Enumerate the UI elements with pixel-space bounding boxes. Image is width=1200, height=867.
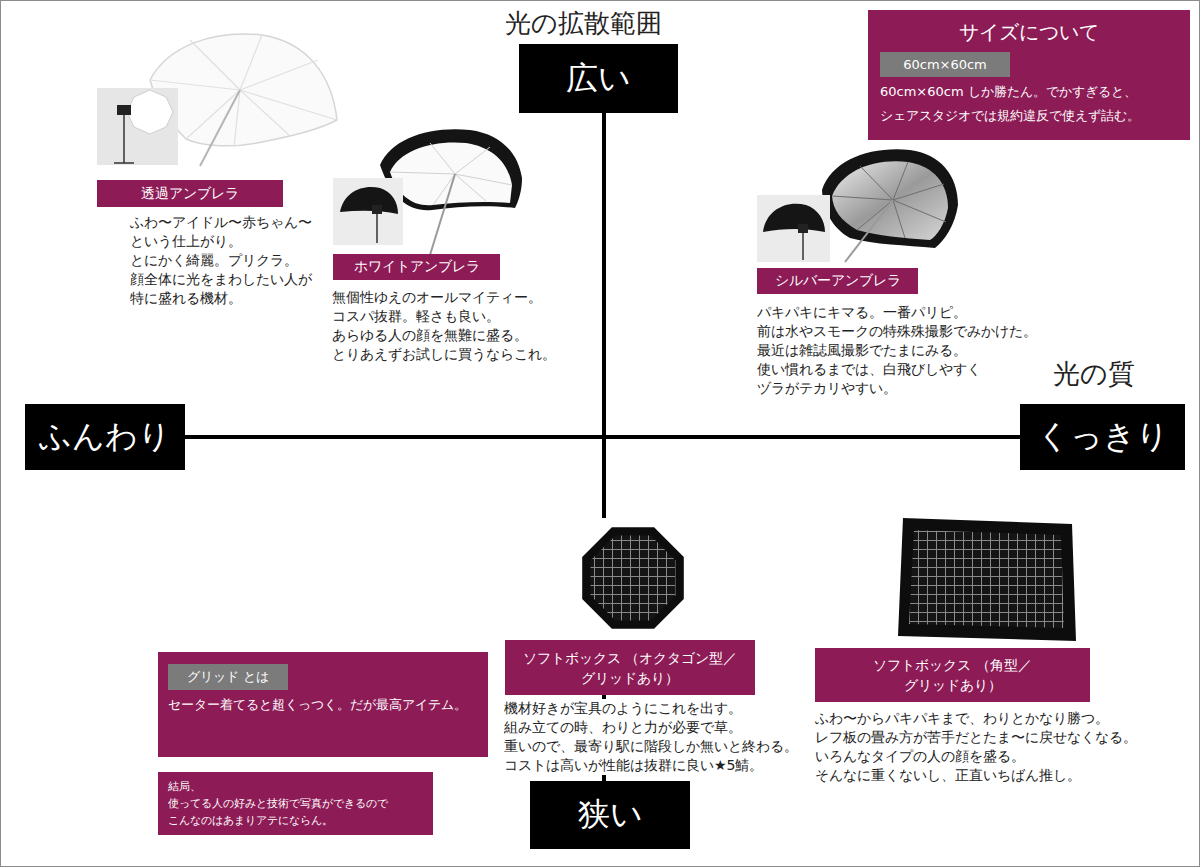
translucent-umbrella xyxy=(240,60,318,90)
product-photo xyxy=(763,204,825,232)
square-softbox xyxy=(909,530,1064,628)
translucent-umbrella xyxy=(240,90,290,136)
white-umbrella xyxy=(455,147,490,174)
box-text: 狭い xyxy=(578,793,643,837)
box-text: 透過アンブレラ xyxy=(141,185,239,203)
note-panel: 結局、使ってる人の好みと技術で写真ができるので こんなのはあまりアテにならん。 xyxy=(158,772,433,835)
product-photo xyxy=(372,205,382,214)
white-umbrella xyxy=(390,172,455,174)
silver-umbrella xyxy=(832,162,946,238)
box-text: 60cm×60cm xyxy=(903,57,987,72)
white-umbrella xyxy=(433,174,455,205)
square-softbox xyxy=(898,518,1076,641)
white-umbrella xyxy=(430,174,455,255)
silver-umbrella xyxy=(822,149,958,262)
box-text: シルバーアンブレラ xyxy=(775,272,901,290)
product-photo xyxy=(123,115,125,163)
silver-umbrella xyxy=(893,200,946,222)
product-photo xyxy=(757,195,830,262)
description-text: 機材好きが宝具のようにこれを出す。 組み立ての時、わりと力が必要で草。 重いので… xyxy=(504,699,805,775)
equipment-label: 透過アンブレラ xyxy=(97,180,283,207)
silver-umbrella xyxy=(893,162,908,200)
axis-end-box: くっきり xyxy=(1020,404,1185,470)
silver-umbrella xyxy=(845,200,893,262)
note-panel: サイズについて 60cm×60cm しか勝たん。でかすぎると、 シェアスタジオでは… xyxy=(868,10,1190,140)
translucent-umbrella xyxy=(190,40,240,90)
equipment-label: ホワイトアンブレラ xyxy=(333,254,500,280)
white-umbrella xyxy=(430,143,455,174)
axis-title: 光の拡散範囲 xyxy=(505,6,662,41)
silver-umbrella xyxy=(832,161,948,240)
translucent-umbrella xyxy=(186,90,240,139)
octagon-softbox xyxy=(582,527,684,629)
description-text: ふわ〜アイドル〜赤ちゃん〜 という仕上がり。 とにかく綺麗。プリクラ。 顔全体に… xyxy=(130,213,319,308)
product-photo xyxy=(127,90,173,134)
box-text: ソフトボックス （角型／グリッドあり） xyxy=(869,655,1037,695)
panel-text: 結局、使ってる人の好みと技術で写真ができるので こんなのはあまりアテにならん。 xyxy=(168,778,420,829)
white-umbrella xyxy=(455,174,512,185)
product-photo xyxy=(97,88,178,165)
product-photo xyxy=(802,233,804,260)
description-text: ふわ〜からパキパキまで、わりとかなり勝つ。 レフ板の畳み方が苦手だとたま〜に戻せ… xyxy=(815,709,1144,785)
tag-box: 60cm×60cm xyxy=(880,52,1010,77)
axis-line xyxy=(185,435,1020,439)
product-photo xyxy=(340,187,398,214)
box-text: ホワイトアンブレラ xyxy=(354,258,480,276)
axis-title: 光の質 xyxy=(1053,356,1135,392)
octagon-softbox xyxy=(572,518,696,640)
panel-text: 60cm×60cm しか勝たん。でかすぎると、 シェアスタジオでは規約違反で使え… xyxy=(880,80,1153,128)
translucent-umbrella xyxy=(200,90,240,166)
axis-end-box: 広い xyxy=(519,44,678,113)
product-photo xyxy=(117,105,131,115)
panel-title: サイズについて xyxy=(868,19,1190,46)
equipment-label: ソフトボックス （角型／グリッドあり） xyxy=(815,648,1090,702)
box-text: ソフトボックス （オクタゴン型／グリッドあり） xyxy=(518,648,742,688)
translucent-umbrella xyxy=(240,90,337,120)
silver-umbrella xyxy=(857,200,893,230)
description-text: 無個性ゆえのオールマイティー。 コスパ抜群。軽さも良い。 あらゆる人の顔を無難に… xyxy=(332,288,563,364)
equipment-label: ソフトボックス （オクタゴン型／グリッドあり） xyxy=(505,640,755,695)
product-photo xyxy=(798,224,808,233)
product-photo xyxy=(333,178,403,245)
translucent-umbrella xyxy=(150,34,337,146)
equipment-label: シルバーアンブレラ xyxy=(757,268,918,294)
axis-end-box: 狭い xyxy=(530,781,690,849)
translucent-umbrella xyxy=(150,35,337,147)
square-softbox xyxy=(898,518,1076,641)
description-text: パキパキにキマる。一番パリピ。 前は水やスモークの特殊殊撮影でみかけた。 最近は… xyxy=(757,303,1044,398)
white-umbrella xyxy=(455,174,486,201)
translucent-umbrella xyxy=(240,35,262,90)
box-text: 広い xyxy=(566,57,631,101)
product-photo xyxy=(97,88,178,165)
product-photo xyxy=(757,195,830,262)
silver-umbrella xyxy=(832,196,893,200)
note-panel: セーター着てると超くっつく。だが最高アイテム。 グリッド とは xyxy=(158,652,488,757)
panel-text: セーター着てると超くっつく。だが最高アイテム。 xyxy=(168,696,467,714)
axis-end-box: ふんわり xyxy=(25,404,185,470)
tag-box: グリッド とは xyxy=(168,664,288,690)
white-umbrella xyxy=(390,143,512,205)
white-umbrella xyxy=(390,142,512,205)
silver-umbrella xyxy=(860,166,893,200)
silver-umbrella xyxy=(822,149,958,248)
octagon-softbox xyxy=(591,536,676,621)
silver-umbrella xyxy=(893,200,905,238)
box-text: ふんわり xyxy=(39,415,171,459)
product-photo xyxy=(114,162,134,164)
translucent-umbrella xyxy=(150,34,337,166)
product-photo xyxy=(333,178,403,245)
product-photo xyxy=(376,214,378,243)
silver-umbrella xyxy=(893,184,944,200)
box-text: くっきり xyxy=(1037,415,1169,459)
box-text: グリッド とは xyxy=(187,668,269,686)
octagon-softbox xyxy=(572,518,696,640)
